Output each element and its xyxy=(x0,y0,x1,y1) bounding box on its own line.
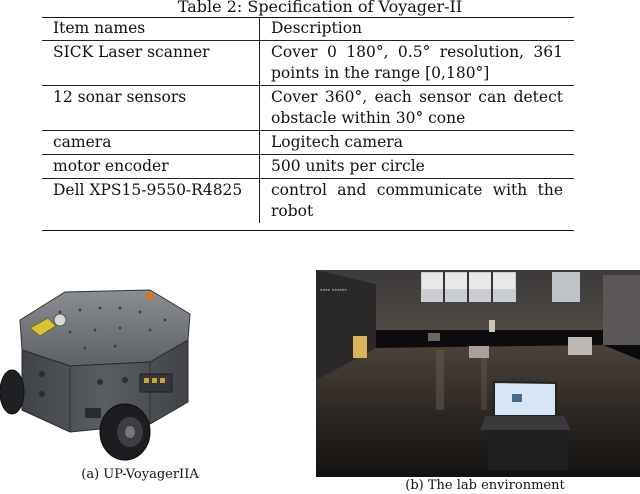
table-header-row: Item names Description xyxy=(42,17,574,41)
table-row: Dell XPS15-9550-R4825 control and commun… xyxy=(42,178,574,223)
row-item: 12 sonar sensors xyxy=(42,85,260,131)
row-description: Cover 0 180°, 0.5° resolution, 361 point… xyxy=(271,43,563,82)
header-description: Description xyxy=(271,19,363,37)
row-description: 500 units per circle xyxy=(271,157,425,175)
row-description: Logitech camera xyxy=(271,133,403,151)
specification-table: Item names Description SICK Laser scanne… xyxy=(42,17,574,223)
table-row: motor encoder 500 units per circle xyxy=(42,154,574,179)
row-item: Dell XPS15-9550-R4825 xyxy=(42,178,260,223)
table-row: 12 sonar sensors Cover 360°, each sensor… xyxy=(42,85,574,131)
table-row: camera Logitech camera xyxy=(42,130,574,155)
header-item-names: Item names xyxy=(42,17,260,41)
row-description: control and communicate with the robot xyxy=(271,181,563,220)
figure-a-caption: (a) UP-VoyagerIIA xyxy=(81,467,199,482)
figure-b-caption: (b) The lab environment xyxy=(405,478,565,493)
row-item: SICK Laser scanner xyxy=(42,40,260,86)
svg-text:▪▪▪▪ ▪▪▪▪▪▪: ▪▪▪▪ ▪▪▪▪▪▪ xyxy=(320,287,347,294)
row-description: Cover 360°, each sensor can detect obsta… xyxy=(271,88,563,127)
table-top-rule xyxy=(42,17,574,18)
robot-image xyxy=(0,289,191,461)
table-caption: Table 2: Specification of Voyager-II xyxy=(177,0,463,16)
row-item: camera xyxy=(42,130,260,155)
table-bottom-rule xyxy=(42,230,574,231)
table-row: SICK Laser scanner Cover 0 180°, 0.5° re… xyxy=(42,40,574,86)
lab-environment-photo: ▪▪▪▪ ▪▪▪▪▪▪ xyxy=(316,270,640,477)
row-item: motor encoder xyxy=(42,154,260,179)
